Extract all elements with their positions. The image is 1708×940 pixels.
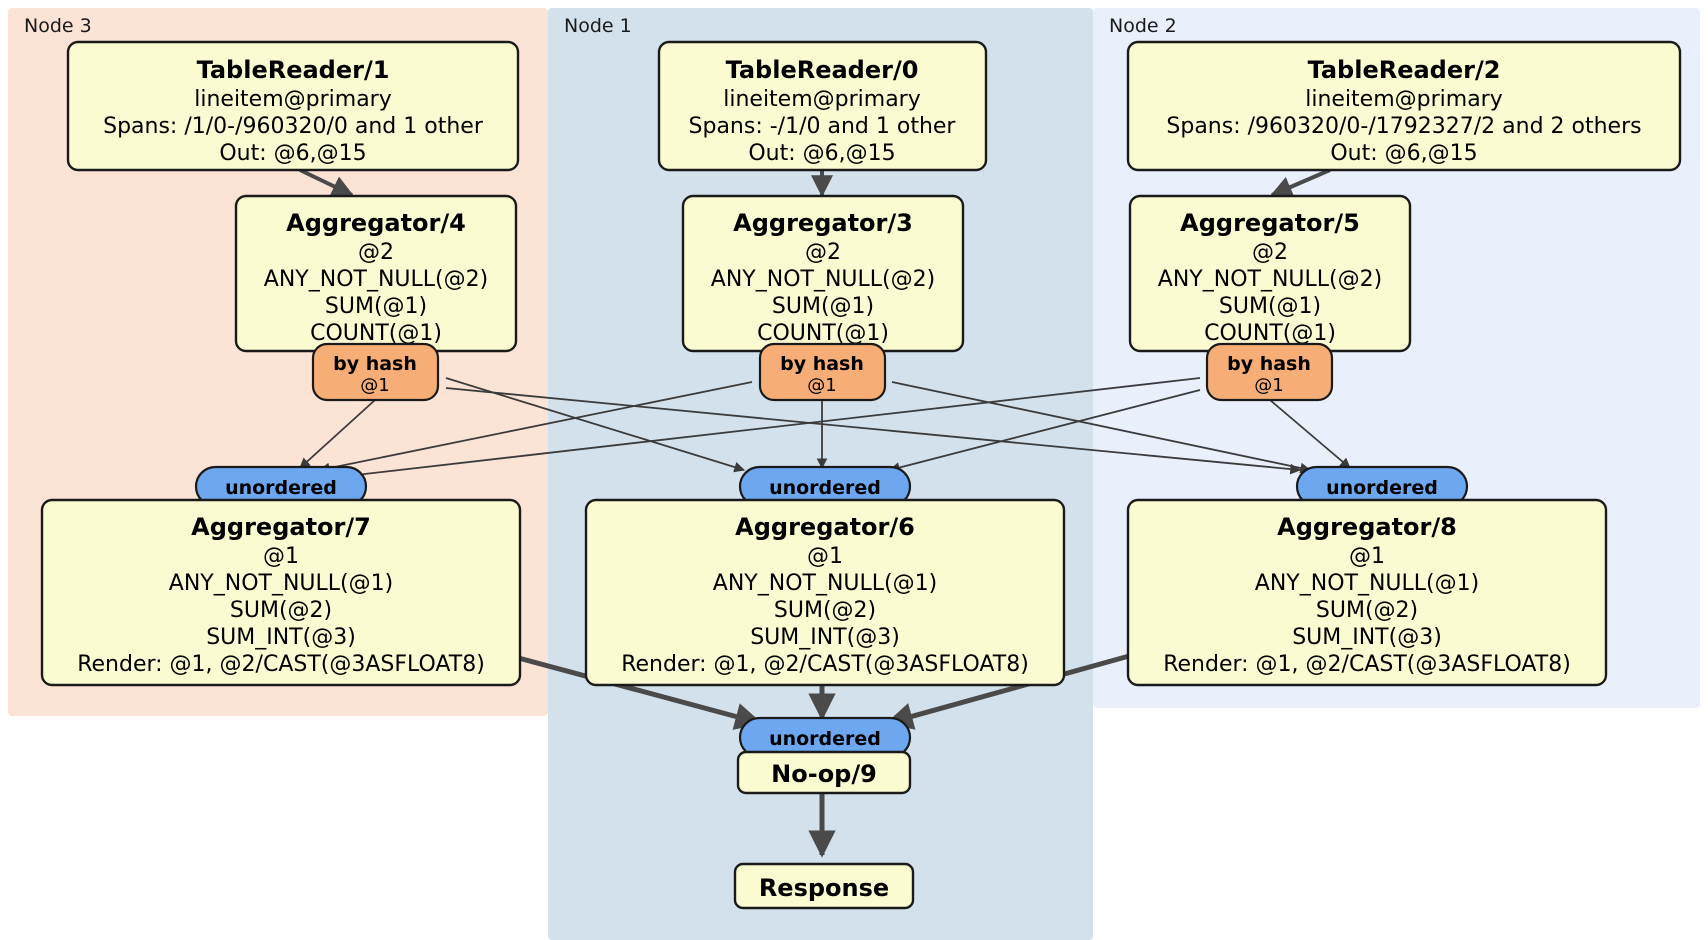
by-hash-right-pill[interactable]: by hash @1 [1205, 342, 1334, 402]
edge-hash-right-to-unordered-middle [888, 389, 1201, 473]
no-op-9-title: No-op/9 [771, 760, 877, 788]
unordered-final-label: unordered [769, 728, 881, 750]
edge-hash-left-to-unordered-right [445, 387, 1302, 475]
aggregator-5-line-1: ANY_NOT_NULL(@2) [1158, 267, 1382, 292]
edge-hash-left-to-unordered-left [299, 399, 376, 469]
aggregator-7-line-1: ANY_NOT_NULL(@1) [169, 571, 393, 596]
tablereader-0-title: TableReader/0 [726, 56, 919, 84]
aggregator-3-title: Aggregator/3 [733, 209, 913, 237]
aggregator-4-title: Aggregator/4 [286, 209, 466, 237]
edge-hash-middle-to-unordered-right [891, 381, 1312, 474]
edge-agg8-to-final-unordered [885, 650, 1141, 730]
by-hash-middle-sub: @1 [807, 375, 836, 396]
aggregator-7-title: Aggregator/7 [191, 513, 371, 541]
panel-label-node2: Node 2 [1109, 15, 1177, 37]
response-node[interactable]: Response [733, 862, 915, 910]
aggregator-6-title: Aggregator/6 [735, 513, 915, 541]
aggregator-6-node[interactable]: Aggregator/6 @1 ANY_NOT_NULL(@1) SUM(@2)… [584, 498, 1066, 687]
response-title: Response [759, 874, 889, 902]
aggregator-8-line-0: @1 [1349, 544, 1385, 569]
aggregator-3-node[interactable]: Aggregator/3 @2 ANY_NOT_NULL(@2) SUM(@1)… [681, 194, 965, 353]
tablereader-0-line-0: lineitem@primary [723, 87, 921, 112]
aggregator-5-line-3: COUNT(@1) [1204, 321, 1336, 346]
aggregator-5-line-2: SUM(@1) [1219, 294, 1321, 319]
unordered-right-label: unordered [1326, 477, 1438, 499]
tablereader-2-node[interactable]: TableReader/2 lineitem@primary Spans: /9… [1126, 40, 1682, 172]
aggregator-7-line-2: SUM(@2) [230, 598, 332, 623]
tablereader-1-title: TableReader/1 [197, 56, 390, 84]
unordered-middle-label: unordered [769, 477, 881, 499]
aggregator-8-title: Aggregator/8 [1277, 513, 1457, 541]
by-hash-left-sub: @1 [360, 375, 389, 396]
edge-agg7-to-final-unordered [499, 650, 763, 730]
tablereader-1-line-0: lineitem@primary [194, 87, 392, 112]
aggregator-3-line-1: ANY_NOT_NULL(@2) [711, 267, 935, 292]
aggregator-5-title: Aggregator/5 [1180, 209, 1360, 237]
tablereader-1-line-1: Spans: /1/0-/960320/0 and 1 other [103, 114, 484, 139]
tablereader-0-line-1: Spans: -/1/0 and 1 other [689, 114, 957, 139]
panel-label-node3: Node 3 [24, 15, 92, 37]
unordered-left-pill[interactable]: unordered [194, 465, 368, 508]
aggregator-8-line-3: SUM_INT(@3) [1292, 625, 1442, 650]
aggregator-6-line-4: Render: @1, @2/CAST(@3ASFLOAT8) [621, 652, 1029, 677]
edge-hash-right-to-unordered-left [328, 377, 1201, 483]
tablereader-2-line-0: lineitem@primary [1305, 87, 1503, 112]
aggregator-3-line-0: @2 [805, 240, 841, 265]
tablereader-1-node[interactable]: TableReader/1 lineitem@primary Spans: /1… [66, 40, 520, 172]
by-hash-middle-label: by hash [780, 353, 864, 375]
unordered-middle-pill[interactable]: unordered [738, 465, 912, 508]
no-op-9-node[interactable]: No-op/9 [736, 750, 912, 795]
aggregator-4-line-3: COUNT(@1) [310, 321, 442, 346]
aggregator-6-line-0: @1 [807, 544, 843, 569]
tablereader-1-line-2: Out: @6,@15 [219, 141, 366, 166]
aggregator-8-line-4: Render: @1, @2/CAST(@3ASFLOAT8) [1163, 652, 1571, 677]
tablereader-0-line-2: Out: @6,@15 [748, 141, 895, 166]
aggregator-4-line-0: @2 [358, 240, 394, 265]
aggregator-3-line-3: COUNT(@1) [757, 321, 889, 346]
aggregator-6-line-2: SUM(@2) [774, 598, 876, 623]
tablereader-0-node[interactable]: TableReader/0 lineitem@primary Spans: -/… [657, 40, 988, 172]
aggregator-5-line-0: @2 [1252, 240, 1288, 265]
edge-reader1-agg4 [299, 168, 354, 197]
tablereader-2-title: TableReader/2 [1308, 56, 1501, 84]
aggregator-7-line-3: SUM_INT(@3) [206, 625, 356, 650]
by-hash-left-pill[interactable]: by hash @1 [311, 342, 440, 402]
aggregator-7-line-4: Render: @1, @2/CAST(@3ASFLOAT8) [77, 652, 485, 677]
aggregator-7-line-0: @1 [263, 544, 299, 569]
aggregator-7-node[interactable]: Aggregator/7 @1 ANY_NOT_NULL(@1) SUM(@2)… [40, 498, 522, 687]
edge-hash-middle-to-unordered-left [318, 381, 753, 474]
by-hash-right-sub: @1 [1254, 375, 1283, 396]
aggregator-8-node[interactable]: Aggregator/8 @1 ANY_NOT_NULL(@1) SUM(@2)… [1126, 498, 1608, 687]
aggregator-8-line-2: SUM(@2) [1316, 598, 1418, 623]
unordered-final-pill[interactable]: unordered [738, 716, 912, 759]
aggregator-6-line-1: ANY_NOT_NULL(@1) [713, 571, 937, 596]
by-hash-middle-pill[interactable]: by hash @1 [758, 342, 887, 402]
aggregator-4-line-2: SUM(@1) [325, 294, 427, 319]
aggregator-5-node[interactable]: Aggregator/5 @2 ANY_NOT_NULL(@2) SUM(@1)… [1128, 194, 1412, 353]
panel-label-node1: Node 1 [564, 15, 632, 37]
tablereader-2-line-2: Out: @6,@15 [1330, 141, 1477, 166]
tablereader-2-line-1: Spans: /960320/0-/1792327/2 and 2 others [1166, 114, 1641, 139]
aggregator-3-line-2: SUM(@1) [772, 294, 874, 319]
aggregator-8-line-1: ANY_NOT_NULL(@1) [1255, 571, 1479, 596]
by-hash-left-label: by hash [333, 353, 417, 375]
aggregator-4-node[interactable]: Aggregator/4 @2 ANY_NOT_NULL(@2) SUM(@1)… [234, 194, 518, 353]
edge-hash-right-to-unordered-right [1269, 399, 1351, 469]
edge-reader2-agg5 [1269, 168, 1331, 198]
aggregator-4-line-1: ANY_NOT_NULL(@2) [264, 267, 488, 292]
by-hash-right-label: by hash [1227, 353, 1311, 375]
unordered-left-label: unordered [225, 477, 337, 499]
aggregator-6-line-3: SUM_INT(@3) [750, 625, 900, 650]
